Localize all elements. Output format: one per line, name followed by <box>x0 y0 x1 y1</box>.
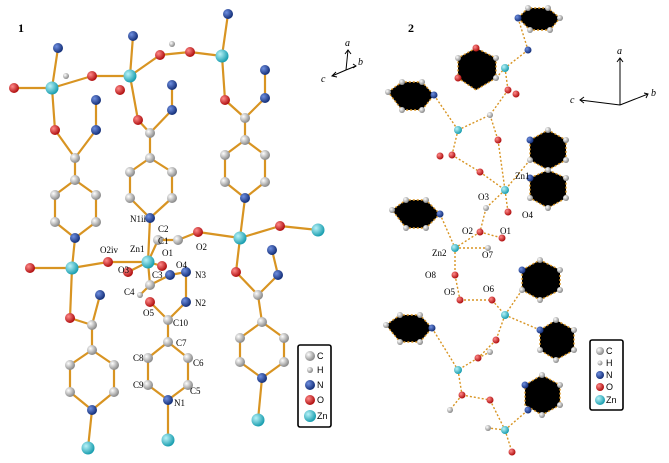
panel-1-legend: C H N O Zn <box>297 344 332 428</box>
label-p2-O1: O1 <box>500 226 511 236</box>
label-p2-O3: O3 <box>478 192 489 202</box>
label-p2-Zn2: Zn2 <box>432 248 447 258</box>
label-C2: C2 <box>158 224 169 234</box>
label-O4: O4 <box>176 260 187 270</box>
legend-H: H <box>317 365 324 375</box>
legend-Zn: Zn <box>317 411 328 421</box>
panel-1-atoms <box>9 9 325 455</box>
legend-C: C <box>317 351 324 361</box>
axis-a-label: a <box>345 38 350 49</box>
axis-a-label-2: a <box>617 46 622 57</box>
legend-2-O: O <box>606 382 613 392</box>
label-N2: N2 <box>195 298 206 308</box>
axis-b-label: b <box>358 57 363 68</box>
label-Zn1: Zn1 <box>130 244 145 254</box>
panel-1-axis-indicator: a b c <box>321 38 363 85</box>
panel-1-number: 1 <box>18 21 24 35</box>
legend-2-N: N <box>606 370 613 380</box>
label-N1: N1 <box>174 398 185 408</box>
panel-2-legend: C H N O Zn <box>589 339 624 411</box>
axis-c-label: c <box>321 74 326 85</box>
label-N3: N3 <box>195 270 206 280</box>
label-C3: C3 <box>152 270 163 280</box>
label-p2-Zn1: Zn1 <box>515 171 530 181</box>
panel-2-atom-labels: Zn1 O3 O4 O2 O1 Zn2 O7 O8 O5 O6 <box>425 171 533 297</box>
label-C8: C8 <box>133 353 144 363</box>
label-C10: C10 <box>173 318 189 328</box>
label-C9: C9 <box>133 380 144 390</box>
label-p2-O7: O7 <box>482 250 493 260</box>
legend-2-C: C <box>606 346 613 356</box>
label-C5: C5 <box>190 386 201 396</box>
legend-2-H: H <box>606 358 613 368</box>
label-C7: C7 <box>176 338 187 348</box>
label-C4: C4 <box>124 287 135 297</box>
label-p2-O6: O6 <box>483 284 494 294</box>
label-C1: C1 <box>158 236 169 246</box>
axis-b-label-2: b <box>651 88 656 99</box>
legend-2-Zn: Zn <box>606 395 617 405</box>
panel-2-axis-indicator: a b c <box>570 46 656 106</box>
label-C6: C6 <box>193 358 204 368</box>
label-O2: O2 <box>196 242 207 252</box>
panel-2-atoms <box>383 5 577 456</box>
label-p2-O5: O5 <box>444 287 455 297</box>
legend-N: N <box>317 380 324 390</box>
label-p2-O8: O8 <box>425 270 436 280</box>
label-N1ii: N1ii <box>130 214 147 224</box>
panel-1: 1 <box>9 9 363 455</box>
panel-1-atom-labels: N1ii C2 C1 O2 Zn1 O1 O4 N3 O3 C3 C4 N2 O… <box>100 214 207 408</box>
panel-2: 2 <box>383 5 656 456</box>
label-O2iv: O2iv <box>100 245 119 255</box>
axis-c-label-2: c <box>570 95 575 106</box>
label-O5: O5 <box>143 308 154 318</box>
label-O1: O1 <box>162 248 173 258</box>
label-p2-O2: O2 <box>462 226 473 236</box>
label-p2-O4: O4 <box>522 210 533 220</box>
panel-2-number: 2 <box>408 21 414 35</box>
legend-O: O <box>317 395 324 405</box>
label-O3: O3 <box>118 265 129 275</box>
